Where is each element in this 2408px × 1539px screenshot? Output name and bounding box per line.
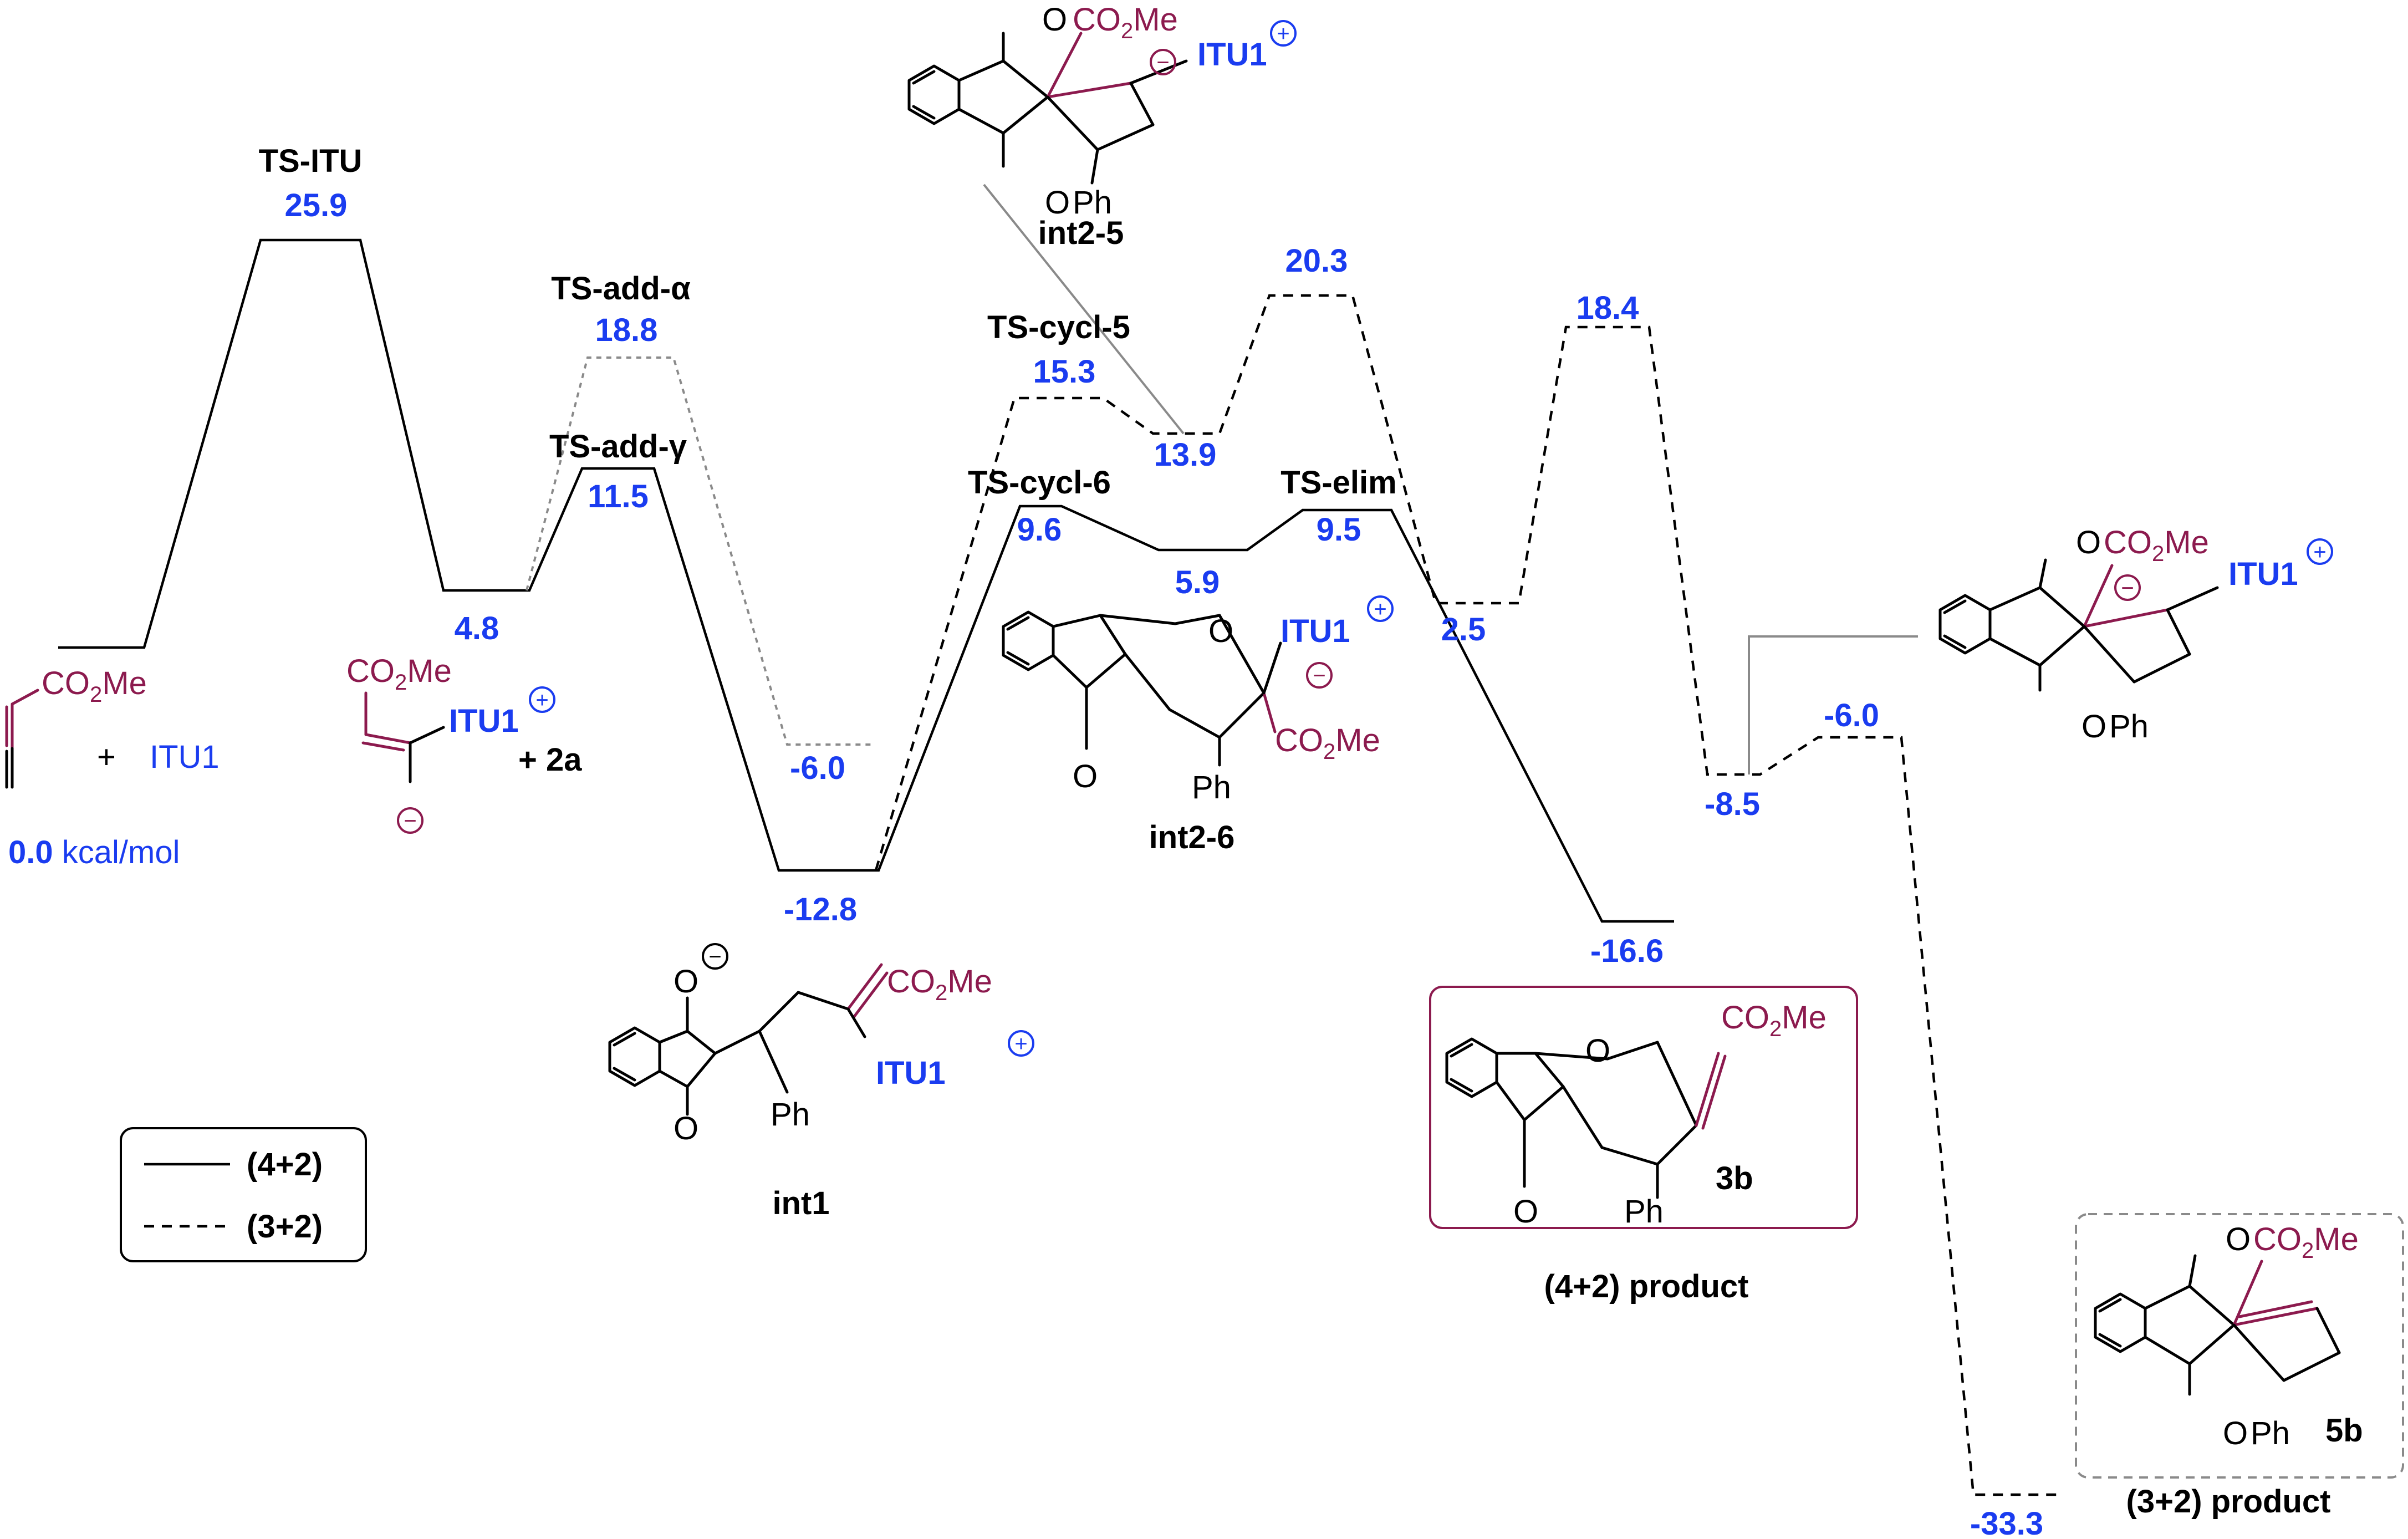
path-32-dashed <box>874 294 2059 1496</box>
label-5b: 5b <box>2325 1413 2363 1449</box>
svg-text:−: − <box>708 945 721 969</box>
structure-int2-6: O ITU1 + − CO2Me O Ph <box>1002 595 1394 806</box>
plus-2a: + 2a <box>518 742 582 778</box>
legend-box <box>120 1127 367 1262</box>
product-32-box <box>2075 1213 2404 1479</box>
svg-text:ITU1: ITU1 <box>1197 37 1267 73</box>
svg-text:O: O <box>2223 1415 2248 1451</box>
svg-text:CO2Me: CO2Me <box>1721 1000 1827 1041</box>
svg-text:ITU1: ITU1 <box>876 1055 946 1091</box>
svg-text:O: O <box>2076 524 2101 560</box>
label-ts-add-alpha: TS-add-α <box>551 271 691 307</box>
svg-text:−: − <box>1313 664 1325 688</box>
energy-ts-cycl6: 9.6 <box>1017 512 1062 548</box>
svg-text:−: − <box>2121 576 2134 600</box>
energy-int-85: -8.5 <box>1705 786 1760 822</box>
svg-text:CO2Me: CO2Me <box>42 665 147 707</box>
svg-text:Ph: Ph <box>1192 770 1231 806</box>
label-product-32: (3+2) product <box>2126 1484 2331 1520</box>
energy-ts-18: 18.4 <box>1577 290 1639 326</box>
svg-text:CO2Me: CO2Me <box>1073 2 1178 43</box>
svg-text:CO2Me: CO2Me <box>2104 524 2209 566</box>
label-ts-elim: TS-elim <box>1280 465 1397 501</box>
label-int1: int1 <box>772 1185 829 1221</box>
energy-ts-add-gamma: 11.5 <box>588 478 649 514</box>
svg-text:Ph: Ph <box>771 1097 810 1133</box>
svg-text:O: O <box>1042 2 1067 38</box>
label-int2-5: int2-5 <box>1038 215 1124 251</box>
svg-text:CO2Me: CO2Me <box>887 964 992 1005</box>
energy-int2-6: 5.9 <box>1175 564 1220 600</box>
svg-text:−: − <box>404 809 416 833</box>
svg-text:ITU1: ITU1 <box>2228 556 2298 592</box>
svg-text:O: O <box>1208 613 1233 649</box>
svg-text:+: + <box>1277 22 1289 46</box>
label-ts-cycl6: TS-cycl-6 <box>968 465 1111 501</box>
label-3b: 3b <box>1716 1160 1753 1196</box>
structure-int2-5: O CO2Me − ITU1 + O Ph <box>907 2 1297 221</box>
svg-text:CO2Me: CO2Me <box>2253 1221 2359 1263</box>
svg-text:+: + <box>2313 540 2326 564</box>
label-int2-6: int2-6 <box>1149 819 1235 855</box>
product-42-box <box>1429 986 1858 1229</box>
connector-int2-5 <box>983 184 1185 435</box>
start-energy: 0.0 kcal/mol <box>8 834 180 870</box>
structure-3b: O CO2Me O Ph <box>1445 1000 1827 1230</box>
energy-int-itu: 4.8 <box>455 610 499 646</box>
svg-text:+: + <box>535 688 548 712</box>
energy-ts-cycl5: 15.3 <box>1033 354 1096 390</box>
label-ts-cycl5: TS-cycl-5 <box>987 309 1130 345</box>
svg-text:Ph: Ph <box>2109 709 2149 745</box>
path-alpha-dotted <box>526 356 873 746</box>
energy-int2-5: 13.9 <box>1154 437 1217 473</box>
label-product-42: (4+2) product <box>1544 1268 1749 1304</box>
legend-solid-label: (4+2) <box>247 1146 323 1183</box>
energy-ts-add-alpha: 18.8 <box>595 312 658 348</box>
structure-int1: O − O Ph CO2Me ITU1 + <box>608 943 1034 1146</box>
energy-int-alpha: -6.0 <box>790 750 845 786</box>
svg-text:Ph: Ph <box>1073 185 1112 221</box>
svg-text:CO2Me: CO2Me <box>1275 722 1380 764</box>
energy-int-25: 2.5 <box>1441 611 1486 648</box>
svg-text:Ph: Ph <box>2251 1415 2290 1451</box>
svg-text:O: O <box>674 964 698 1000</box>
svg-text:+: + <box>1374 597 1386 621</box>
structure-int-spiro: O CO2Me − ITU1 + O Ph <box>1938 524 2333 745</box>
svg-text:ITU1: ITU1 <box>1280 613 1350 649</box>
structure-itu-adduct: CO2Me ITU1 + − <box>346 653 555 834</box>
path-42-solid <box>58 238 1674 923</box>
start-plus: + <box>97 739 116 775</box>
svg-text:−: − <box>1156 50 1169 75</box>
energy-int-60: -6.0 <box>1824 697 1879 733</box>
svg-text:O: O <box>1045 185 1070 221</box>
legend-dashed-label: (3+2) <box>247 1209 323 1245</box>
energy-ts-20: 20.3 <box>1285 243 1348 279</box>
connector-int-85 <box>1748 635 1918 774</box>
structure-start-allenoate: CO2Me <box>5 665 147 789</box>
energy-int1: -12.8 <box>784 891 857 928</box>
svg-text:O: O <box>2226 1221 2251 1257</box>
svg-text:O: O <box>674 1110 698 1146</box>
energy-ts-itu: 25.9 <box>285 187 348 223</box>
structure-5b: O CO2Me O Ph <box>2094 1221 2359 1451</box>
energy-prod-32: -33.3 <box>1970 1506 2043 1539</box>
label-ts-add-gamma: TS-add-γ <box>549 429 687 465</box>
svg-text:+: + <box>1014 1032 1027 1056</box>
energy-prod-42: -16.6 <box>1590 933 1664 969</box>
svg-text:O: O <box>2082 709 2106 745</box>
svg-text:CO2Me: CO2Me <box>346 653 452 695</box>
svg-text:O: O <box>1585 1033 1610 1069</box>
svg-text:O: O <box>1513 1194 1538 1230</box>
label-ts-itu: TS-ITU <box>259 143 363 179</box>
svg-text:O: O <box>1073 758 1098 794</box>
start-itu1: ITU1 <box>150 739 220 775</box>
svg-text:ITU1: ITU1 <box>449 703 519 739</box>
energy-ts-elim: 9.5 <box>1317 512 1361 548</box>
svg-text:Ph: Ph <box>1624 1194 1664 1230</box>
